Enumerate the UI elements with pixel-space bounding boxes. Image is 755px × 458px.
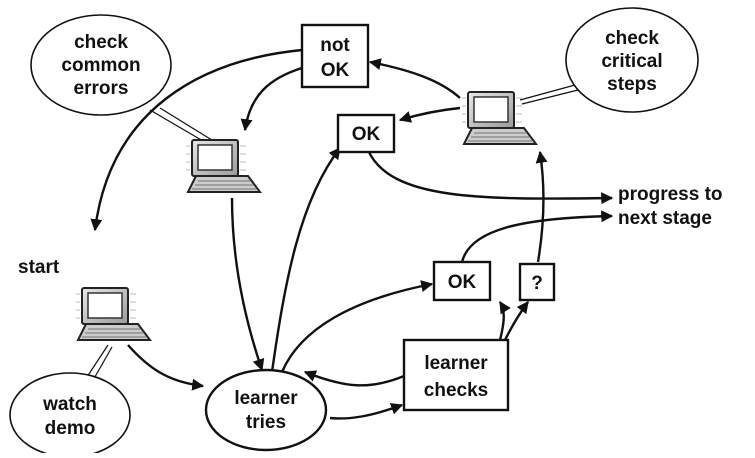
- arrow-errors-laptop-to-tries: [230, 197, 265, 372]
- box-ok-top: OK: [336, 113, 396, 154]
- bubble-errors-line-1: check: [74, 32, 128, 53]
- start-label: start: [18, 257, 60, 278]
- arrow-tries-to-ok-right: [280, 280, 434, 373]
- progress-label-line-2: next stage: [618, 208, 712, 229]
- arrow-checks-to-ok-right: [498, 300, 511, 341]
- not-ok-line-1: not: [320, 35, 350, 56]
- bubble-demo-line-2: demo: [45, 418, 96, 439]
- ellipse-learner-tries: learner tries: [204, 368, 328, 452]
- arrow-notok-to-errors-laptop: [240, 66, 303, 132]
- bubble-demo-line-1: watch: [42, 394, 97, 415]
- bubble-errors-line-2: common: [61, 55, 140, 76]
- box-learner-checks: learner checks: [402, 338, 510, 412]
- question-label: ?: [531, 273, 543, 294]
- learner-tries-line-2: tries: [246, 412, 286, 433]
- arrow-ok-right-to-progress: [460, 210, 614, 263]
- arrow-tries-to-ok-top: [270, 147, 341, 373]
- progress-label-line-1: progress to: [618, 184, 723, 205]
- arrow-notok-to-start: [90, 48, 303, 232]
- bubble-errors-line-3: errors: [74, 78, 129, 99]
- box-not-ok: not OK: [300, 23, 370, 89]
- ok-right-label: OK: [448, 272, 477, 293]
- bubble-critical-line-1: check: [605, 28, 659, 49]
- arrow-ok-top-to-progress: [366, 149, 614, 205]
- bubble-critical-line-2: critical: [601, 51, 662, 72]
- arrow-checks-to-question: [503, 301, 529, 341]
- arrow-checks-to-tries: [303, 370, 405, 387]
- bubble-check-common-errors: check common errors: [30, 14, 221, 149]
- bubble-critical-line-3: steps: [607, 74, 657, 95]
- arrow-critical-to-ok-top: [398, 106, 461, 123]
- connectors: [90, 48, 614, 420]
- arrow-demo-laptop-to-tries: [127, 344, 205, 391]
- not-ok-line-2: OK: [321, 60, 350, 81]
- laptop-icon: [186, 139, 262, 193]
- bubble-watch-demo: watch demo: [9, 344, 131, 458]
- arrow-question-to-critical: [535, 150, 548, 263]
- box-ok-right: OK: [432, 260, 492, 302]
- arrow-critical-to-notok: [368, 58, 461, 99]
- arrow-tries-to-checks: [329, 403, 404, 420]
- learner-checks-line-1: learner: [424, 353, 488, 374]
- laptop-icon: [462, 91, 538, 145]
- learner-tries-line-1: learner: [234, 388, 298, 409]
- laptop-icon: [76, 287, 152, 341]
- box-question: ?: [518, 262, 556, 302]
- learner-checks-line-2: checks: [424, 380, 488, 401]
- bubble-check-critical-steps: check critical steps: [519, 7, 699, 113]
- ok-top-label: OK: [352, 124, 381, 145]
